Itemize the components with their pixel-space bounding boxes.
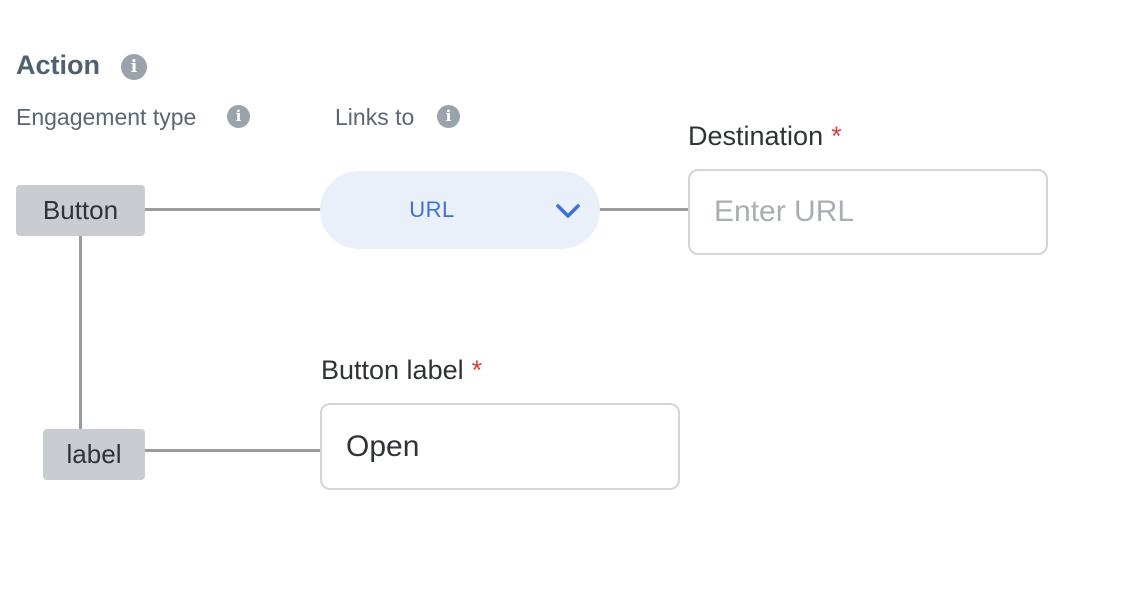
info-icon-glyph: i xyxy=(445,107,452,125)
button-label-label-text: Button label xyxy=(321,355,464,385)
engagement-type-label: Engagement type xyxy=(16,104,197,130)
section-title: Action xyxy=(16,50,100,80)
info-icon[interactable]: i xyxy=(121,54,147,80)
button-node-chip: Button xyxy=(16,185,145,236)
destination-label-text: Destination xyxy=(688,121,824,151)
label-node-chip: label xyxy=(43,429,145,480)
required-marker: * xyxy=(831,121,842,151)
links-to-selected-value: URL xyxy=(409,197,455,222)
links-to-dropdown[interactable]: URL xyxy=(320,171,600,249)
connector-line xyxy=(79,236,82,429)
button-label-label: Button label* xyxy=(321,353,482,387)
chevron-down-icon xyxy=(556,204,580,218)
button-label-input[interactable] xyxy=(320,403,680,490)
info-icon[interactable]: i xyxy=(437,105,460,128)
required-marker: * xyxy=(471,355,483,385)
connector-line xyxy=(599,208,689,211)
destination-url-input[interactable] xyxy=(688,169,1048,255)
connector-line xyxy=(145,449,321,452)
info-icon-glyph: i xyxy=(130,56,138,77)
info-icon-glyph: i xyxy=(235,107,242,125)
destination-label: Destination* xyxy=(688,119,842,153)
info-icon[interactable]: i xyxy=(227,105,250,128)
links-to-label: Links to xyxy=(335,104,415,130)
connector-line xyxy=(145,208,321,211)
